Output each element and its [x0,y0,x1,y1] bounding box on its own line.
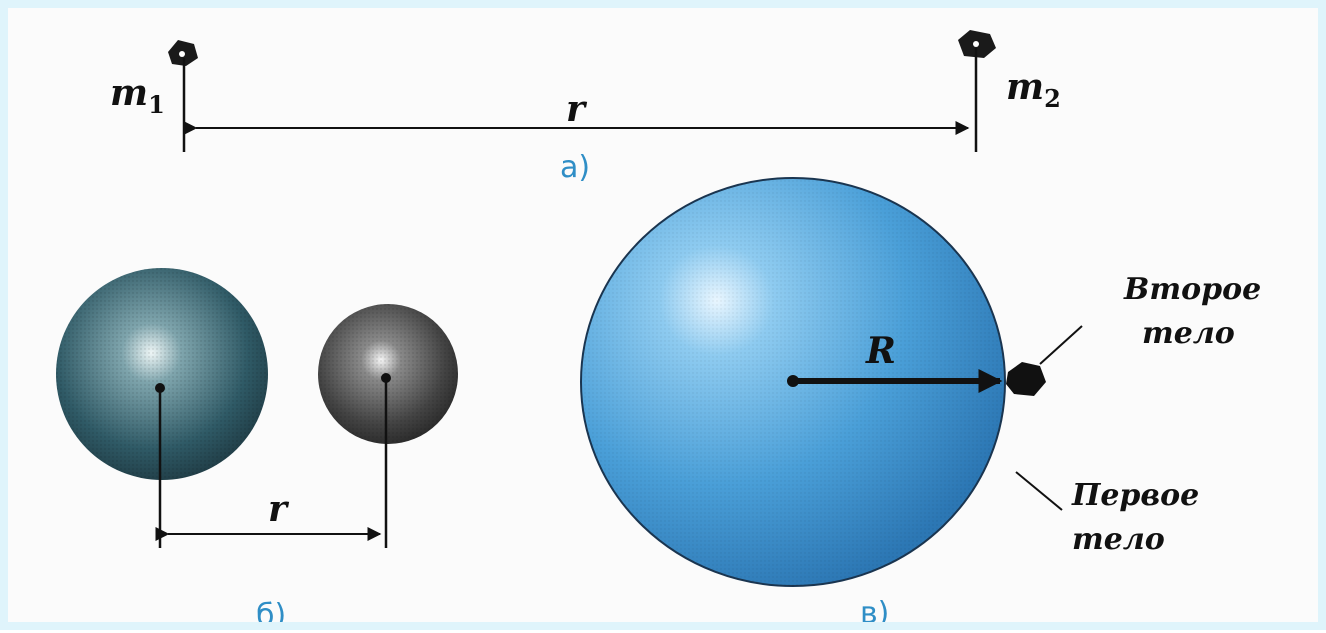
first-body-label-line1: Первое [1072,478,1200,513]
panel-c [580,177,1083,587]
first-body-leader [1015,471,1063,511]
distance-label-a: r [566,88,585,130]
panel-b [56,268,458,548]
panel-b-tag: б) [256,598,287,633]
mass1-label: m1 [110,72,165,119]
panel-c-tag: в) [860,596,890,631]
second-body-leader [1039,325,1083,365]
mass1-glint [179,51,185,57]
panel-a-tag: а) [560,150,591,185]
second-body [1006,362,1046,396]
mass2-label: m2 [1006,66,1061,113]
mass2-glint [973,41,979,47]
second-body-label-line2: тело [1142,316,1235,351]
distance-label-b: r [268,488,287,530]
panel-a [168,30,996,152]
second-body-label-line1: Второе [1124,272,1262,307]
first-body-label-line2: тело [1072,522,1165,557]
radius-label: R [866,330,896,372]
